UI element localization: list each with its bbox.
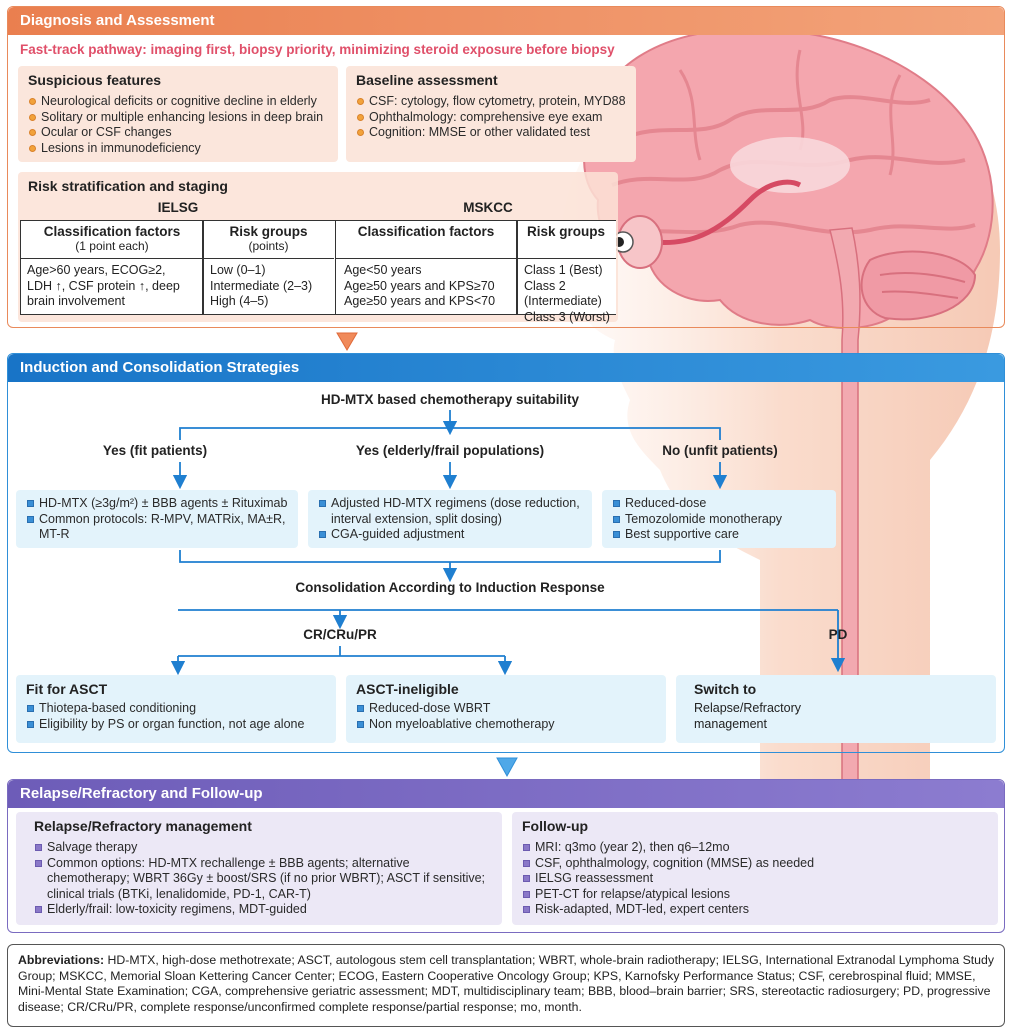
fit-patients-box: HD-MTX (≥3g/m²) ± BBB agents ± Rituximab…	[16, 490, 298, 548]
list-item: Common protocols: R-MPV, MATRix, MA±R, M…	[26, 512, 288, 543]
risk-stratification-title: Risk stratification and staging	[28, 178, 228, 194]
list-item: Temozolomide monotherapy	[612, 512, 826, 528]
list-item: Salvage therapy	[34, 840, 492, 856]
arrow-down-icon	[496, 757, 518, 778]
list-item: Thiotepa-based conditioning	[26, 701, 326, 717]
fast-track-banner: Fast-track pathway: imaging first, biops…	[20, 42, 615, 57]
baseline-assessment-list: CSF: cytology, flow cytometry, protein, …	[356, 94, 626, 141]
arrow-down-icon	[336, 332, 358, 351]
list-item: Eligibility by PS or organ function, not…	[26, 717, 326, 733]
ielsg-col2-header: Risk groups (points)	[203, 221, 334, 259]
abbreviations-text: HD-MTX, high-dose methotrexate; ASCT, au…	[18, 953, 995, 1014]
branch-unfit-label: No (unfit patients)	[662, 443, 778, 458]
list-item: CSF, ophthalmology, cognition (MMSE) as …	[522, 856, 988, 872]
suspicious-features-title: Suspicious features	[28, 72, 162, 88]
switch-line: management	[694, 716, 767, 731]
list-item: Non myeloablative chemotherapy	[356, 717, 656, 733]
list-item: Risk-adapted, MDT-led, expert centers	[522, 902, 988, 918]
flow-root-label: HD-MTX based chemotherapy suitability	[320, 392, 580, 407]
suspicious-features-box: Suspicious features Neurological deficit…	[18, 66, 338, 162]
list-item: CGA-guided adjustment	[318, 527, 582, 543]
mskcc-groups-cell: Class 1 (Best) Class 2 (Intermediate) Cl…	[524, 263, 610, 324]
follow-up-title: Follow-up	[522, 818, 589, 834]
list-item: Adjusted HD-MTX regimens (dose reduction…	[318, 496, 582, 527]
list-item: PET-CT for relapse/atypical lesions	[522, 887, 988, 903]
list-item: Lesions in immunodeficiency	[28, 141, 328, 157]
mskcc-caption: MSKCC	[463, 200, 513, 215]
elderly-patients-box: Adjusted HD-MTX regimens (dose reduction…	[308, 490, 592, 548]
list-item: Reduced-dose	[612, 496, 826, 512]
section-title-relapse: Relapse/Refractory and Follow-up	[8, 780, 1004, 808]
section-title-diagnosis: Diagnosis and Assessment	[8, 7, 1004, 35]
risk-stratification-box: Risk stratification and staging IELSG Cl…	[18, 172, 618, 324]
consolidation-label: Consolidation According to Induction Res…	[295, 580, 605, 595]
switch-box: Switch to Relapse/Refractory management	[676, 675, 996, 743]
mskcc-col1-header: Classification factors	[336, 221, 516, 259]
list-item: CSF: cytology, flow cytometry, protein, …	[356, 94, 626, 110]
switch-title: Switch to	[694, 681, 757, 697]
list-item: HD-MTX (≥3g/m²) ± BBB agents ± Rituximab	[26, 496, 288, 512]
list-item: Solitary or multiple enhancing lesions i…	[28, 110, 328, 126]
branch-elderly-label: Yes (elderly/frail populations)	[355, 443, 545, 458]
response-cr-label: CR/CRu/PR	[303, 627, 377, 642]
ielsg-groups-cell: Low (0–1) Intermediate (2–3) High (4–5)	[210, 263, 313, 308]
ielsg-table: Classification factors (1 point each) Ri…	[20, 220, 336, 315]
abbreviations-box: Abbreviations: HD-MTX, high-dose methotr…	[7, 944, 1005, 1027]
switch-line: Relapse/Refractory	[694, 701, 801, 715]
asct-title: Fit for ASCT	[26, 681, 108, 697]
asct-ineligible-title: ASCT-ineligible	[356, 681, 459, 697]
suspicious-features-list: Neurological deficits or cognitive decli…	[28, 94, 328, 156]
response-pd-label: PD	[828, 627, 848, 642]
list-item: Elderly/frail: low-toxicity regimens, MD…	[34, 902, 492, 918]
branch-fit-label: Yes (fit patients)	[102, 443, 208, 458]
baseline-assessment-box: Baseline assessment CSF: cytology, flow …	[346, 66, 636, 162]
relapse-management-box: Relapse/Refractory management Salvage th…	[16, 812, 502, 925]
baseline-assessment-title: Baseline assessment	[356, 72, 498, 88]
list-item: Reduced-dose WBRT	[356, 701, 656, 717]
list-item: IELSG reassessment	[522, 871, 988, 887]
unfit-patients-box: Reduced-dose Temozolomide monotherapy Be…	[602, 490, 836, 548]
relapse-management-title: Relapse/Refractory management	[34, 818, 252, 834]
list-item: Common options: HD-MTX rechallenge ± BBB…	[34, 856, 492, 903]
abbreviations-label: Abbreviations:	[18, 953, 105, 967]
follow-up-box: Follow-up MRI: q3mo (year 2), then q6–12…	[512, 812, 998, 925]
list-item: MRI: q3mo (year 2), then q6–12mo	[522, 840, 988, 856]
list-item: Ophthalmology: comprehensive eye exam	[356, 110, 626, 126]
asct-ineligible-box: ASCT-ineligible Reduced-dose WBRT Non my…	[346, 675, 666, 743]
ielsg-col1-header: Classification factors (1 point each)	[21, 221, 203, 259]
section-title-induction: Induction and Consolidation Strategies	[8, 354, 1004, 382]
relapse-section: Relapse/Refractory and Follow-up	[7, 779, 1005, 933]
mskcc-col2-header: Risk groups	[516, 221, 616, 259]
list-item: Neurological deficits or cognitive decli…	[28, 94, 328, 110]
list-item: Ocular or CSF changes	[28, 125, 328, 141]
mskcc-factors-cell: Age<50 years Age≥50 years and KPS≥70 Age…	[344, 263, 496, 308]
list-item: Cognition: MMSE or other validated test	[356, 125, 626, 141]
asct-box: Fit for ASCT Thiotepa-based conditioning…	[16, 675, 336, 743]
ielsg-factors-cell: Age>60 years, ECOG≥2, LDH ↑, CSF protein…	[27, 263, 180, 308]
mskcc-table: Classification factors Risk groups Age<5…	[336, 220, 616, 324]
list-item: Best supportive care	[612, 527, 826, 543]
ielsg-caption: IELSG	[157, 200, 199, 215]
